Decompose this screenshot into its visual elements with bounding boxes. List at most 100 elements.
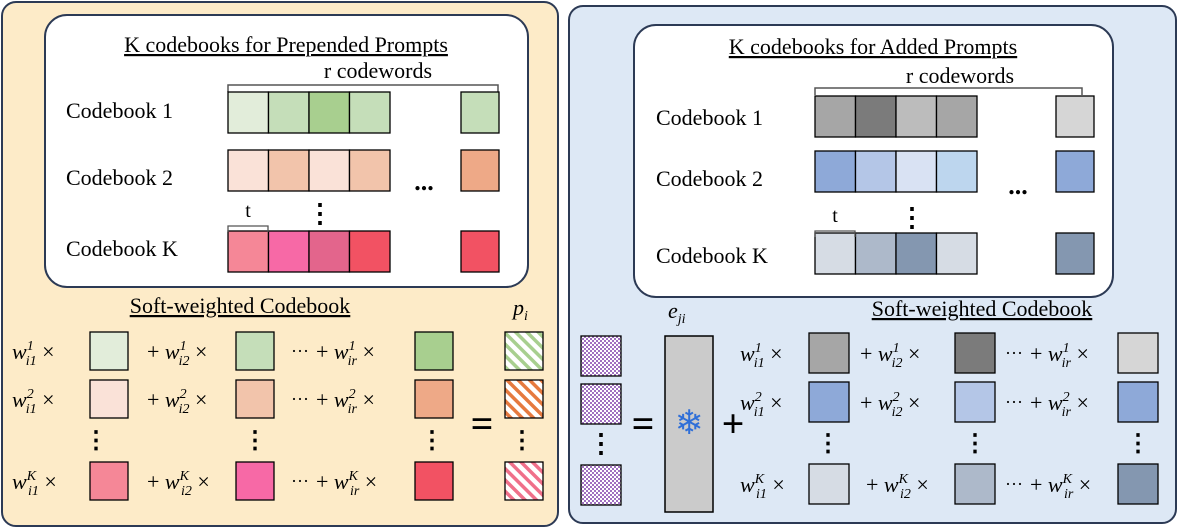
- left-t-brace: [227, 225, 269, 232]
- prepended-prompt-square: [504, 331, 544, 371]
- codeword-cell: [308, 149, 351, 192]
- left-equals-sign: =: [471, 401, 494, 446]
- soft-vertical-ellipsis: ⋮: [816, 431, 840, 457]
- added-prompt-squares: [580, 335, 622, 506]
- soft-vertical-ellipsis: ⋮: [420, 428, 444, 454]
- left-soft-weighted-title: Soft-weighted Codebook: [130, 293, 351, 318]
- soft-codeword-cell: [954, 332, 996, 374]
- codeword-cell-last: [460, 230, 500, 273]
- soft-codeword-cell: [1117, 463, 1159, 505]
- soft-codeword-cell: [89, 461, 129, 501]
- codeword-cell: [935, 150, 978, 193]
- soft-codeword-cell: [954, 381, 996, 423]
- right-t-brace: [814, 230, 856, 237]
- codeword-cell: [895, 95, 938, 138]
- codeword-cell: [267, 149, 310, 192]
- codeword-cell: [348, 91, 391, 134]
- codeword-cell: [814, 95, 857, 138]
- soft-vertical-ellipsis: ⋮: [1126, 431, 1150, 457]
- codeword-cell: [854, 95, 897, 138]
- prepended-prompt-square: [504, 379, 544, 419]
- codeword-cell: [308, 230, 351, 273]
- left-codebooks-title: K codebooks for Prepended Prompts: [124, 32, 448, 57]
- soft-codeword-cell: [235, 331, 275, 371]
- weight-ellipsis: ···: [1005, 343, 1023, 363]
- codeword-cell: [348, 230, 391, 273]
- codeword-cell: [348, 149, 391, 192]
- soft-codeword-cell: [414, 379, 454, 419]
- codeword-cell: [227, 230, 270, 273]
- right-e-label: eji: [668, 298, 686, 327]
- right-codebook-2-cells: [814, 150, 1095, 193]
- soft-codeword-cell: [1117, 332, 1159, 374]
- left-codebook-2-cells: [227, 149, 500, 192]
- weight-ellipsis: ···: [1005, 474, 1023, 494]
- codeword-cell: [267, 91, 310, 134]
- left-horizontal-ellipsis: ...: [414, 167, 434, 196]
- codeword-cell: [267, 230, 310, 273]
- soft-codeword-cell: [235, 461, 275, 501]
- snowflake-icon: ❄: [675, 403, 704, 443]
- weight-ellipsis: ···: [291, 341, 309, 361]
- soft-codeword-cell: [414, 461, 454, 501]
- right-plus-sign: +: [722, 401, 745, 446]
- soft-codeword-cell: [1117, 381, 1159, 423]
- codeword-cell-last: [1055, 232, 1095, 275]
- right-codebooks-title: K codebooks for Added Prompts: [729, 34, 1017, 59]
- prepended-prompt-square: [504, 461, 544, 501]
- frozen-embedding-column: [664, 335, 714, 513]
- weight-ellipsis: ···: [291, 471, 309, 491]
- right-codebook-1-label: Codebook 1: [656, 105, 763, 130]
- right-horizontal-ellipsis: ...: [1008, 171, 1028, 200]
- codeword-cell: [814, 232, 857, 275]
- soft-codeword-cell: [808, 463, 850, 505]
- codeword-cell-last: [460, 91, 500, 134]
- weight-ellipsis: ···: [1005, 392, 1023, 412]
- soft-codeword-cell: [808, 381, 850, 423]
- left-vertical-ellipsis: ⋮: [307, 199, 333, 228]
- codeword-cell-last: [1055, 95, 1095, 138]
- right-codebook-2-label: Codebook 2: [656, 166, 763, 191]
- soft-codeword-cell: [414, 331, 454, 371]
- soft-codeword-cell: [808, 332, 850, 374]
- right-codebook-k-cells: [814, 232, 1095, 275]
- codeword-cell: [895, 232, 938, 275]
- soft-vertical-ellipsis: ⋮: [243, 428, 267, 454]
- left-p-label: pi: [511, 295, 528, 324]
- left-t-label: t: [245, 200, 251, 222]
- soft-vertical-ellipsis: ⋮: [510, 428, 534, 454]
- soft-codeword-cell: [89, 331, 129, 371]
- codeword-cell-last: [1055, 150, 1095, 193]
- left-codebook-k-cells: [227, 230, 500, 273]
- right-vertical-ellipsis-purple: ⋮: [588, 429, 614, 458]
- codeword-cell-last: [460, 149, 500, 192]
- soft-vertical-ellipsis: ⋮: [84, 428, 108, 454]
- added-prompt-square: [580, 464, 622, 506]
- right-codewords-label: r codewords: [906, 63, 1014, 88]
- left-codewords-brace: [227, 84, 499, 92]
- left-panel: K codebooks for Prepended Prompts r code…: [1, 1, 559, 527]
- left-codebook-k-label: Codebook K: [66, 236, 178, 261]
- codeword-cell: [308, 91, 351, 134]
- soft-codeword-cell: [954, 463, 996, 505]
- right-codewords-brace: [814, 87, 1083, 95]
- right-codebook-1-cells: [814, 95, 1095, 138]
- soft-vertical-ellipsis: ⋮: [963, 431, 987, 457]
